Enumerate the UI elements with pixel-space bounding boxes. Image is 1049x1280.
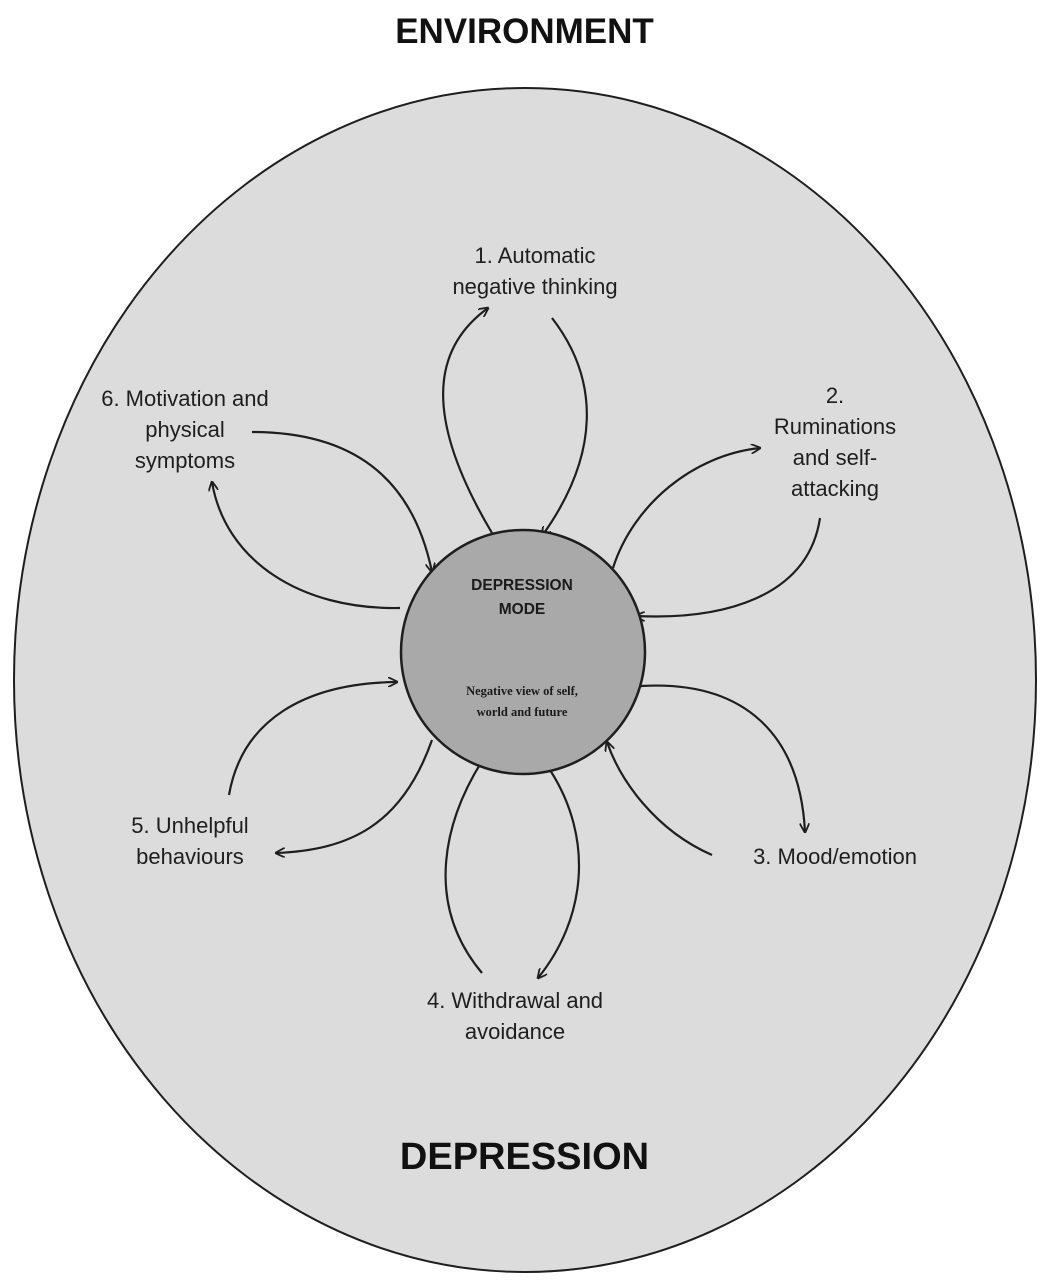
depression-mode-title: DEPRESSION MODE [471, 577, 573, 618]
arrow-mode-to-motivation [212, 482, 401, 610]
feedback-arrows [212, 308, 822, 978]
arrow-ruminations-to-mode [636, 517, 822, 616]
node-unhelpful-behaviours: 5. Unhelpful behaviours [131, 813, 249, 869]
arrow-mode-to-withdrawal [538, 769, 581, 978]
arrow-automatic-thinking-to-mode [542, 317, 588, 536]
arrow-mood-to-mode [607, 742, 713, 857]
arrow-mode-to-ruminations [611, 448, 760, 569]
depression-mode-circle [399, 528, 647, 776]
depression-mode-subtitle: Negative view of self, world and future [466, 684, 578, 719]
arrow-withdrawal-to-mode [444, 746, 492, 974]
arrow-mode-to-unhelpful-behaviours [276, 739, 434, 853]
arrow-mode-to-automatic-thinking [442, 308, 493, 534]
node-motivation-physical-symptoms: 6. Motivation and physical symptoms [101, 386, 269, 473]
depression-label: DEPRESSION [399, 1136, 650, 1178]
node-withdrawal-avoidance: 4. Withdrawal and avoidance [426, 988, 604, 1044]
environment-label: ENVIRONMENT [395, 12, 654, 51]
arrow-unhelpful-behaviours-to-mode [227, 682, 397, 796]
arrow-mode-to-mood [640, 684, 805, 832]
node-mood-emotion: 3. Mood/emotion [753, 844, 917, 869]
node-ruminations-self-attacking: 2. Ruminations and self- attacking [773, 383, 897, 501]
arrow-motivation-to-mode [251, 430, 432, 572]
node-automatic-negative-thinking: 1. Automatic negative thinking [452, 243, 618, 299]
